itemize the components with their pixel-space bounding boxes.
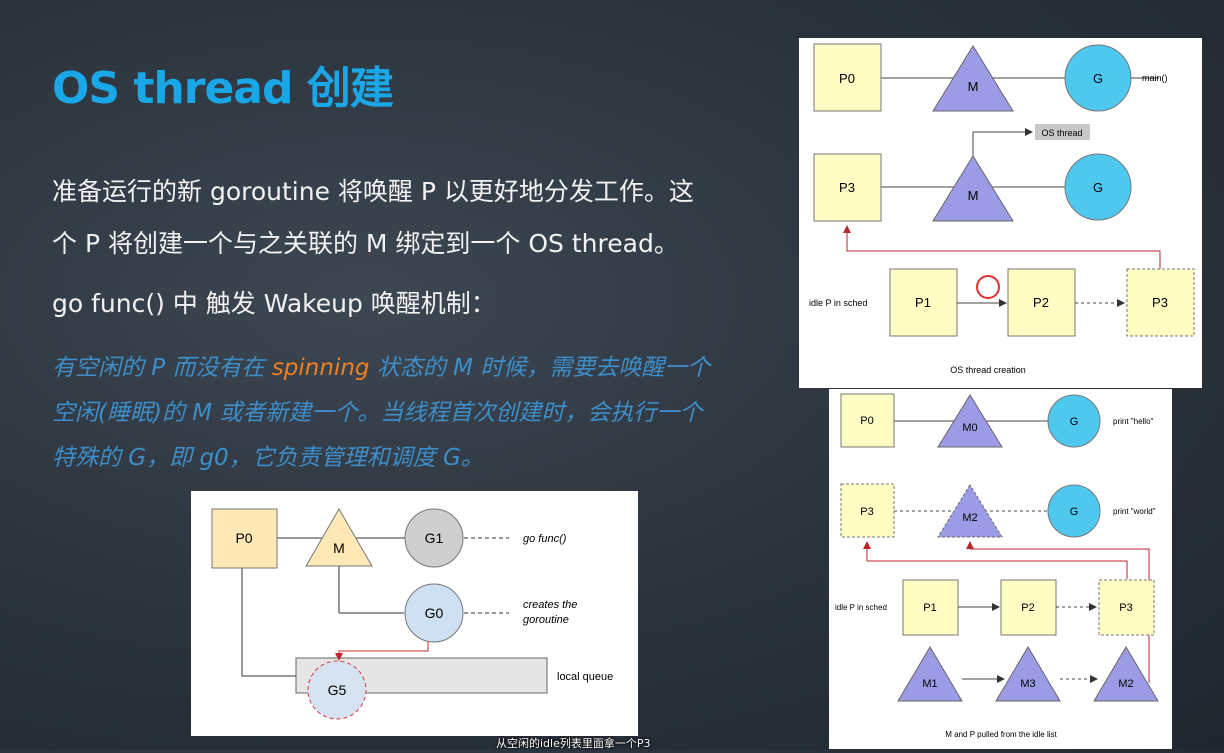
cursor-highlight xyxy=(976,275,1000,299)
m-label-2: M xyxy=(968,188,979,203)
creates-label-1: creates the xyxy=(523,599,577,611)
p3-label: P3 xyxy=(860,506,873,518)
m2-label: M2 xyxy=(962,512,977,524)
intro-paragraph: 准备运行的新 goroutine 将唤醒 P 以更好地分发工作。这 个 P 将创… xyxy=(52,166,772,270)
p0-label: P0 xyxy=(235,530,252,546)
p0-box xyxy=(840,393,895,448)
os-thread-label: OS thread xyxy=(1041,128,1082,138)
intro-line-1: 准备运行的新 goroutine 将唤醒 P 以更好地分发工作。这 xyxy=(52,177,694,206)
gofunc-label: go func() xyxy=(523,533,567,545)
os-thread-box xyxy=(1035,124,1090,140)
g-circle-2 xyxy=(1064,153,1132,221)
caption: M and P pulled from the idle list xyxy=(945,730,1057,739)
idle-label: idle P in sched xyxy=(809,298,867,308)
p3-label: P3 xyxy=(839,180,855,195)
note-part-a: 有空闲的 P 而没有在 xyxy=(52,355,272,381)
p2-box xyxy=(1007,268,1076,337)
p3b-label: P3 xyxy=(1119,602,1132,614)
p1-label: P1 xyxy=(915,295,931,310)
m2b-triangle xyxy=(1093,646,1159,702)
note-line-2: 空闲(睡眠)的 M 或者新建一个。当线程首次创建时，会执行一个 xyxy=(52,400,703,426)
local-queue-label: local queue xyxy=(557,671,613,683)
spinning-keyword: spinning xyxy=(271,355,370,381)
m2-triangle xyxy=(937,484,1003,538)
m1-triangle xyxy=(897,646,963,702)
g1-label: G1 xyxy=(425,530,444,546)
p3b-label: P3 xyxy=(1152,295,1168,310)
p1-label: P1 xyxy=(923,602,936,614)
p3b-box xyxy=(1098,579,1155,636)
m-triangle xyxy=(932,45,1014,112)
p2-label: P2 xyxy=(1033,295,1049,310)
wakeup-heading: go func() 中 触发 Wakeup 唤醒机制： xyxy=(52,289,496,318)
m3-triangle xyxy=(995,646,1061,702)
creates-label-2: goroutine xyxy=(523,614,569,626)
p0-box xyxy=(211,508,278,569)
idle-label: idle P in sched xyxy=(835,603,887,612)
p3-box xyxy=(840,483,895,538)
g-label-2: G xyxy=(1093,180,1103,195)
p2-box xyxy=(1000,579,1057,636)
p0-box xyxy=(813,43,882,112)
m-label: M xyxy=(968,79,979,94)
g-label: G xyxy=(1070,416,1079,428)
m-triangle-2 xyxy=(932,155,1014,222)
os-thread-creation-diagram: P0 M G main() OS thread P3 M G idle P in… xyxy=(799,38,1202,388)
p2-label: P2 xyxy=(1021,602,1034,614)
g1-circle xyxy=(404,508,464,568)
p3b-box xyxy=(1126,268,1195,337)
hello-label: print "hello" xyxy=(1113,417,1154,426)
p1-box xyxy=(889,268,958,337)
main-label: main() xyxy=(1142,73,1168,83)
note-line-1: 有空闲的 P 而没有在 spinning 状态的 M 时候，需要去唤醒一个 xyxy=(52,346,772,391)
g5-circle xyxy=(307,660,367,720)
p0-label: P0 xyxy=(860,415,873,427)
slide-title: OS thread 创建 xyxy=(52,63,394,114)
m-triangle xyxy=(305,508,373,567)
m0-triangle xyxy=(937,394,1003,448)
p3-box xyxy=(813,153,882,222)
intro-line-2: 个 P 将创建一个与之关联的 M 绑定到一个 OS thread。 xyxy=(52,229,679,258)
g0-circle xyxy=(404,583,464,643)
g0-diagram: local queue P0 M G1 go func() G0 creates… xyxy=(191,491,638,736)
idle-list-diagram: P0 M0 G print "hello" P3 M2 G print "wor… xyxy=(829,389,1172,749)
g-circle xyxy=(1047,394,1101,448)
italic-note: 有空闲的 P 而没有在 spinning 状态的 M 时候，需要去唤醒一个 空闲… xyxy=(52,346,772,481)
p0-label: P0 xyxy=(839,71,855,86)
g0-label: G0 xyxy=(425,605,444,621)
g-label: G xyxy=(1093,71,1103,86)
caption: OS thread creation xyxy=(950,365,1026,375)
note-line-3: 特殊的 G，即 g0，它负责管理和调度 G。 xyxy=(52,445,484,471)
g-circle xyxy=(1064,44,1132,112)
m0-label: M0 xyxy=(962,422,977,434)
world-label: print "world" xyxy=(1113,507,1156,516)
note-part-b: 状态的 M 时候，需要去唤醒一个 xyxy=(369,355,711,381)
m3-label: M3 xyxy=(1020,678,1035,690)
m1-label: M1 xyxy=(922,678,937,690)
p1-box xyxy=(902,579,959,636)
video-subtitle: 从空闲的idle列表里面拿一个P3 xyxy=(496,737,651,750)
m-label: M xyxy=(333,540,345,556)
g-circle-2 xyxy=(1047,484,1101,538)
m2b-label: M2 xyxy=(1118,678,1133,690)
g-label-2: G xyxy=(1070,506,1079,518)
g5-label: G5 xyxy=(328,682,347,698)
